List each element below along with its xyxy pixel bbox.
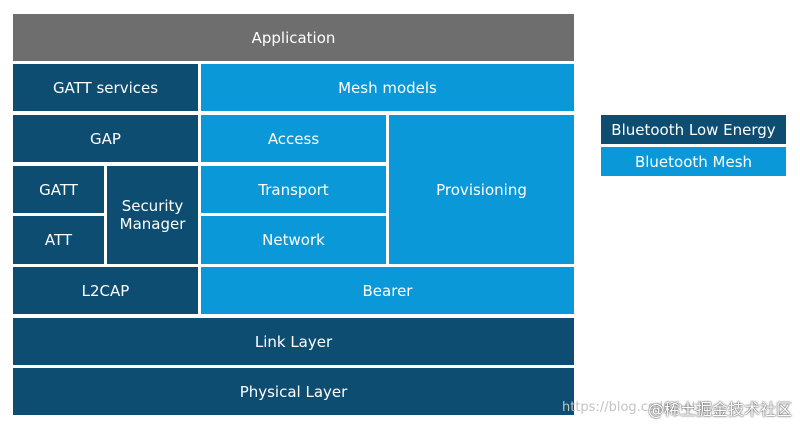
att-layer: ATT (13, 216, 104, 264)
watermark-url: https://blog.csdn.net/... (562, 400, 714, 415)
security-manager-layer: Security Manager (107, 166, 198, 264)
legend-ble: Bluetooth Low Energy (601, 115, 786, 144)
access-layer: Access (201, 115, 386, 162)
gatt-layer: GATT (13, 166, 104, 213)
link-layer: Link Layer (13, 318, 574, 365)
transport-layer: Transport (201, 166, 386, 213)
bearer-layer: Bearer (201, 267, 574, 314)
application-layer: Application (13, 14, 574, 61)
watermark-badge: @稀土掘金技术社区 (648, 400, 793, 419)
gap-layer: GAP (13, 115, 198, 162)
physical-layer: Physical Layer (13, 368, 574, 415)
l2cap-layer: L2CAP (13, 267, 198, 314)
provisioning-layer: Provisioning (389, 115, 574, 264)
mesh-models-layer: Mesh models (201, 64, 574, 111)
legend-mesh: Bluetooth Mesh (601, 147, 786, 176)
network-layer: Network (201, 216, 386, 264)
gatt-services-layer: GATT services (13, 64, 198, 111)
